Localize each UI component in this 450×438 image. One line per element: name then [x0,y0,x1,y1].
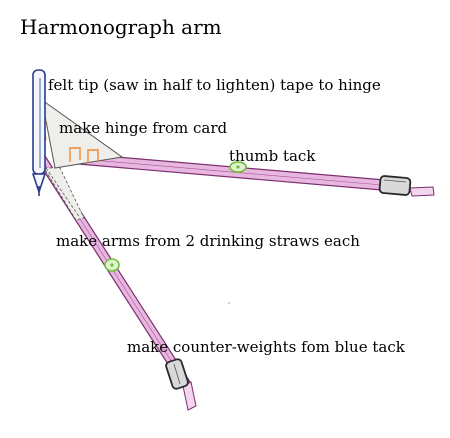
counter-weight-left [165,358,189,390]
thumb-tack-right [229,161,247,173]
stray-mark [228,302,230,304]
counter-weights-label: make counter-weights fom blue tack [127,338,405,356]
arms-label: make arms from 2 drinking straws each [56,232,360,250]
hinge-label: make hinge from card [59,119,228,137]
thumb-tack-left [104,258,120,272]
counter-weight-right [378,175,412,196]
felt-tip-pen [31,69,47,196]
felt-tip-label: felt tip (saw in half to lighten) tape t… [48,76,381,94]
diagram-title: Harmonograph arm [20,15,222,39]
thumb-tack-label: thumb tack [229,147,316,165]
